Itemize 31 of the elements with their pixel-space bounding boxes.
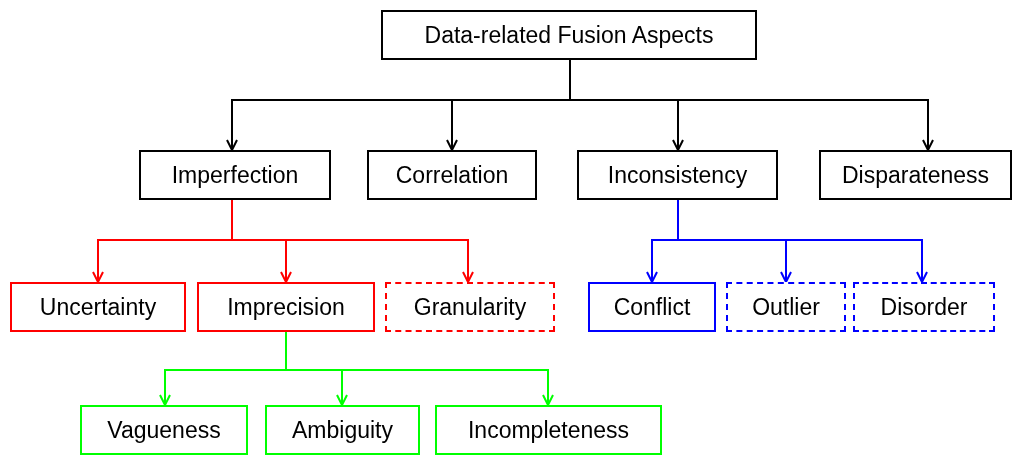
node-label: Data-related Fusion Aspects: [424, 21, 714, 49]
node-label: Disparateness: [842, 161, 989, 189]
node-label: Imperfection: [171, 161, 299, 189]
category-box: [577, 150, 778, 200]
node-label: Disorder: [880, 293, 968, 321]
category-box: [197, 282, 375, 332]
node-label: Incompleteness: [467, 416, 630, 444]
category-box: [385, 282, 555, 332]
category-box: [726, 282, 846, 332]
category-box: [819, 150, 1012, 200]
node-label: Ambiguity: [292, 416, 393, 444]
category-box: [381, 10, 757, 60]
arrow: [677, 199, 928, 283]
category-box: [139, 150, 331, 200]
node-label: Outlier: [752, 293, 820, 321]
node-label: Correlation: [395, 161, 509, 189]
arrow: [231, 199, 474, 283]
node-label: Vagueness: [107, 416, 221, 444]
category-box: [80, 405, 248, 455]
category-box: [853, 282, 995, 332]
category-box: [435, 405, 662, 455]
category-box: [367, 150, 537, 200]
arrow: [285, 331, 554, 406]
category-box: [10, 282, 186, 332]
node-label: Inconsistency: [607, 161, 748, 189]
node-label: Uncertainty: [39, 293, 157, 321]
node-label: Granularity: [413, 293, 527, 321]
node-label: Conflict: [613, 293, 691, 321]
category-box: [265, 405, 420, 455]
category-box: [588, 282, 716, 332]
node-label: Imprecision: [227, 293, 345, 321]
